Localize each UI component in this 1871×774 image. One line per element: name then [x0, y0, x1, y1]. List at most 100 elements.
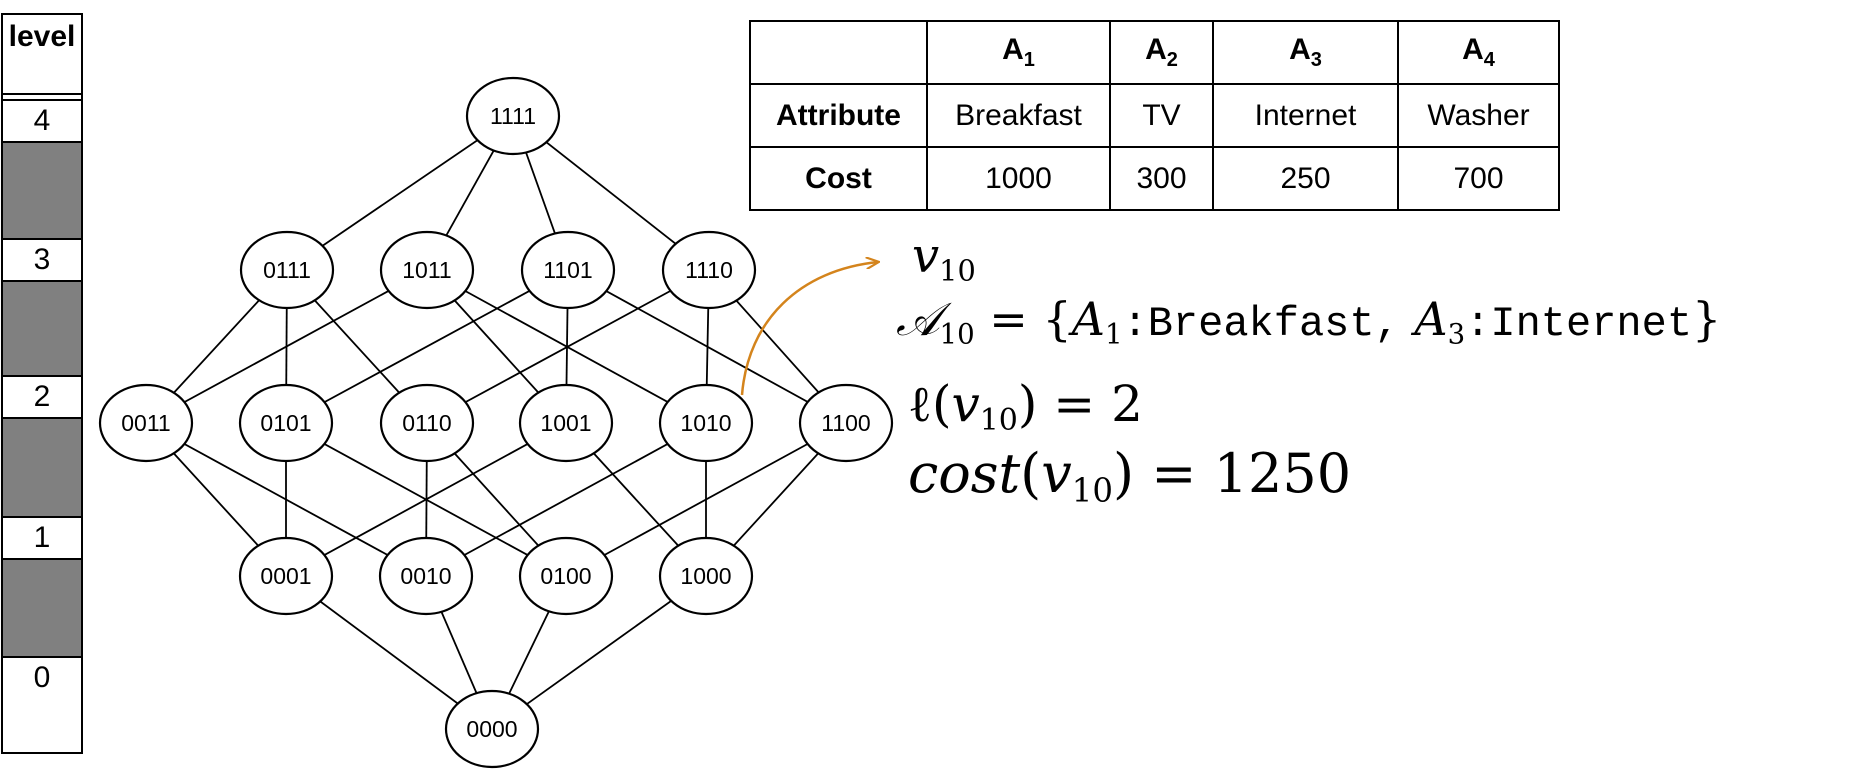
lattice-node-0011: 0011 — [98, 383, 194, 463]
lattice-node-1100: 1100 — [798, 383, 894, 463]
node-label: 1000 — [680, 563, 731, 589]
attr2-value: :Internet — [1465, 300, 1693, 348]
node-ellipse — [238, 383, 334, 463]
node-ellipse — [379, 230, 475, 310]
node-label: 0100 — [540, 563, 591, 589]
node-label: 0001 — [260, 563, 311, 589]
lattice-edge — [285, 422, 567, 577]
attr2-index: 3 — [1447, 317, 1466, 351]
level-header: level — [3, 15, 81, 95]
lattice-edge — [425, 422, 707, 577]
level-3-cell: 3 — [3, 238, 81, 282]
cost-open: ( — [1020, 442, 1042, 505]
attr1-value: :Breakfast, — [1122, 300, 1400, 348]
table-cell: 700 — [1397, 146, 1560, 211]
lattice-edge — [565, 422, 847, 577]
lattice-node-1111: 1111 — [465, 76, 561, 156]
level-gap — [3, 419, 81, 516]
node-ellipse — [658, 383, 754, 463]
table-cell: Washer — [1397, 83, 1560, 148]
vertex-label: v10 — [912, 228, 976, 288]
header-main: A — [1289, 33, 1311, 66]
node-ellipse — [379, 383, 475, 463]
table-cell: Internet — [1212, 83, 1399, 148]
table-row: Cost 1000 300 250 700 — [749, 146, 1560, 211]
attribute-set-line: 𝒜10 = {A1:Breakfast, A3:Internet} — [896, 292, 1721, 350]
node-label: 0101 — [260, 410, 311, 436]
lattice-node-0110: 0110 — [379, 383, 475, 463]
table-row: Attribute Breakfast TV Internet Washer — [749, 83, 1560, 148]
header-sub: 1 — [1023, 49, 1035, 71]
vertex-index: 10 — [979, 403, 1018, 438]
attribute-table: A1 A2 A3 A4 Attribute Breakfast TV Inter… — [749, 20, 1560, 211]
table-cell: 1000 — [926, 146, 1111, 211]
vertex-symbol: v — [1041, 442, 1072, 505]
lattice-node-0001: 0001 — [238, 536, 334, 616]
table-header-row: A1 A2 A3 A4 — [749, 20, 1560, 85]
node-ellipse — [518, 536, 614, 616]
node-label: 1110 — [685, 257, 733, 283]
table-cell: 300 — [1109, 146, 1214, 211]
attr1-name: A — [1071, 292, 1105, 346]
node-label: 1111 — [490, 103, 536, 129]
node-label: 1001 — [540, 410, 591, 436]
node-ellipse — [238, 536, 334, 616]
header-sub: 3 — [1310, 49, 1322, 71]
lattice-edge — [286, 115, 514, 271]
lattice-node-1110: 1110 — [661, 230, 757, 310]
table-header-a4: A4 — [1397, 20, 1560, 85]
node-label: 0111 — [263, 257, 311, 283]
lattice-node-1101: 1101 — [520, 230, 616, 310]
node-ellipse — [661, 230, 757, 310]
table-cell: Breakfast — [926, 83, 1111, 148]
lattice-node-1001: 1001 — [518, 383, 614, 463]
lattice-node-0100: 0100 — [518, 536, 614, 616]
node-ellipse — [465, 76, 561, 156]
lattice-edge — [145, 269, 428, 424]
level-function: ℓ( — [908, 375, 952, 433]
node-label: 1010 — [680, 410, 731, 436]
node-label: 0010 — [400, 563, 451, 589]
node-ellipse — [658, 536, 754, 616]
node-ellipse — [520, 230, 616, 310]
node-label: 1101 — [543, 257, 592, 283]
lattice-node-0111: 0111 — [239, 230, 335, 310]
cost-function: cost — [908, 442, 1021, 505]
set-symbol: 𝒜 — [896, 292, 940, 346]
level-gap — [3, 143, 81, 238]
table-cell: 250 — [1212, 146, 1399, 211]
vertex-index: 10 — [1071, 471, 1113, 510]
cost-line: cost(v10) = 1250 — [908, 442, 1351, 510]
node-label: 0011 — [121, 410, 170, 436]
level-gap — [3, 282, 81, 375]
lattice-edge — [426, 269, 710, 424]
node-ellipse — [98, 383, 194, 463]
set-index: 10 — [939, 317, 975, 351]
level-4-cell: 4 — [3, 99, 81, 143]
level-value: ) = 2 — [1017, 375, 1143, 433]
lattice-node-1011: 1011 — [379, 230, 475, 310]
vertex-symbol: v — [912, 228, 940, 284]
table-cell: TV — [1109, 83, 1214, 148]
row-label-cost: Cost — [749, 146, 928, 211]
lattice-node-0010: 0010 — [378, 536, 474, 616]
set-close: } — [1692, 292, 1722, 346]
level-0-cell: 0 — [3, 656, 81, 700]
header-sub: 2 — [1166, 49, 1178, 71]
node-ellipse — [378, 536, 474, 616]
lattice-node-1010: 1010 — [658, 383, 754, 463]
node-label: 1011 — [402, 257, 451, 283]
level-2-cell: 2 — [3, 375, 81, 419]
attr1-index: 1 — [1104, 317, 1123, 351]
row-label-attribute: Attribute — [749, 83, 928, 148]
table-header-a1: A1 — [926, 20, 1111, 85]
lattice-node-1000: 1000 — [658, 536, 754, 616]
level-line: ℓ(v10) = 2 — [908, 375, 1143, 438]
node-ellipse — [444, 689, 540, 769]
level-gap — [3, 560, 81, 656]
table-corner-cell — [749, 20, 928, 85]
header-main: A — [1002, 33, 1024, 66]
set-open: = { — [989, 292, 1072, 346]
header-sub: 4 — [1483, 49, 1495, 71]
